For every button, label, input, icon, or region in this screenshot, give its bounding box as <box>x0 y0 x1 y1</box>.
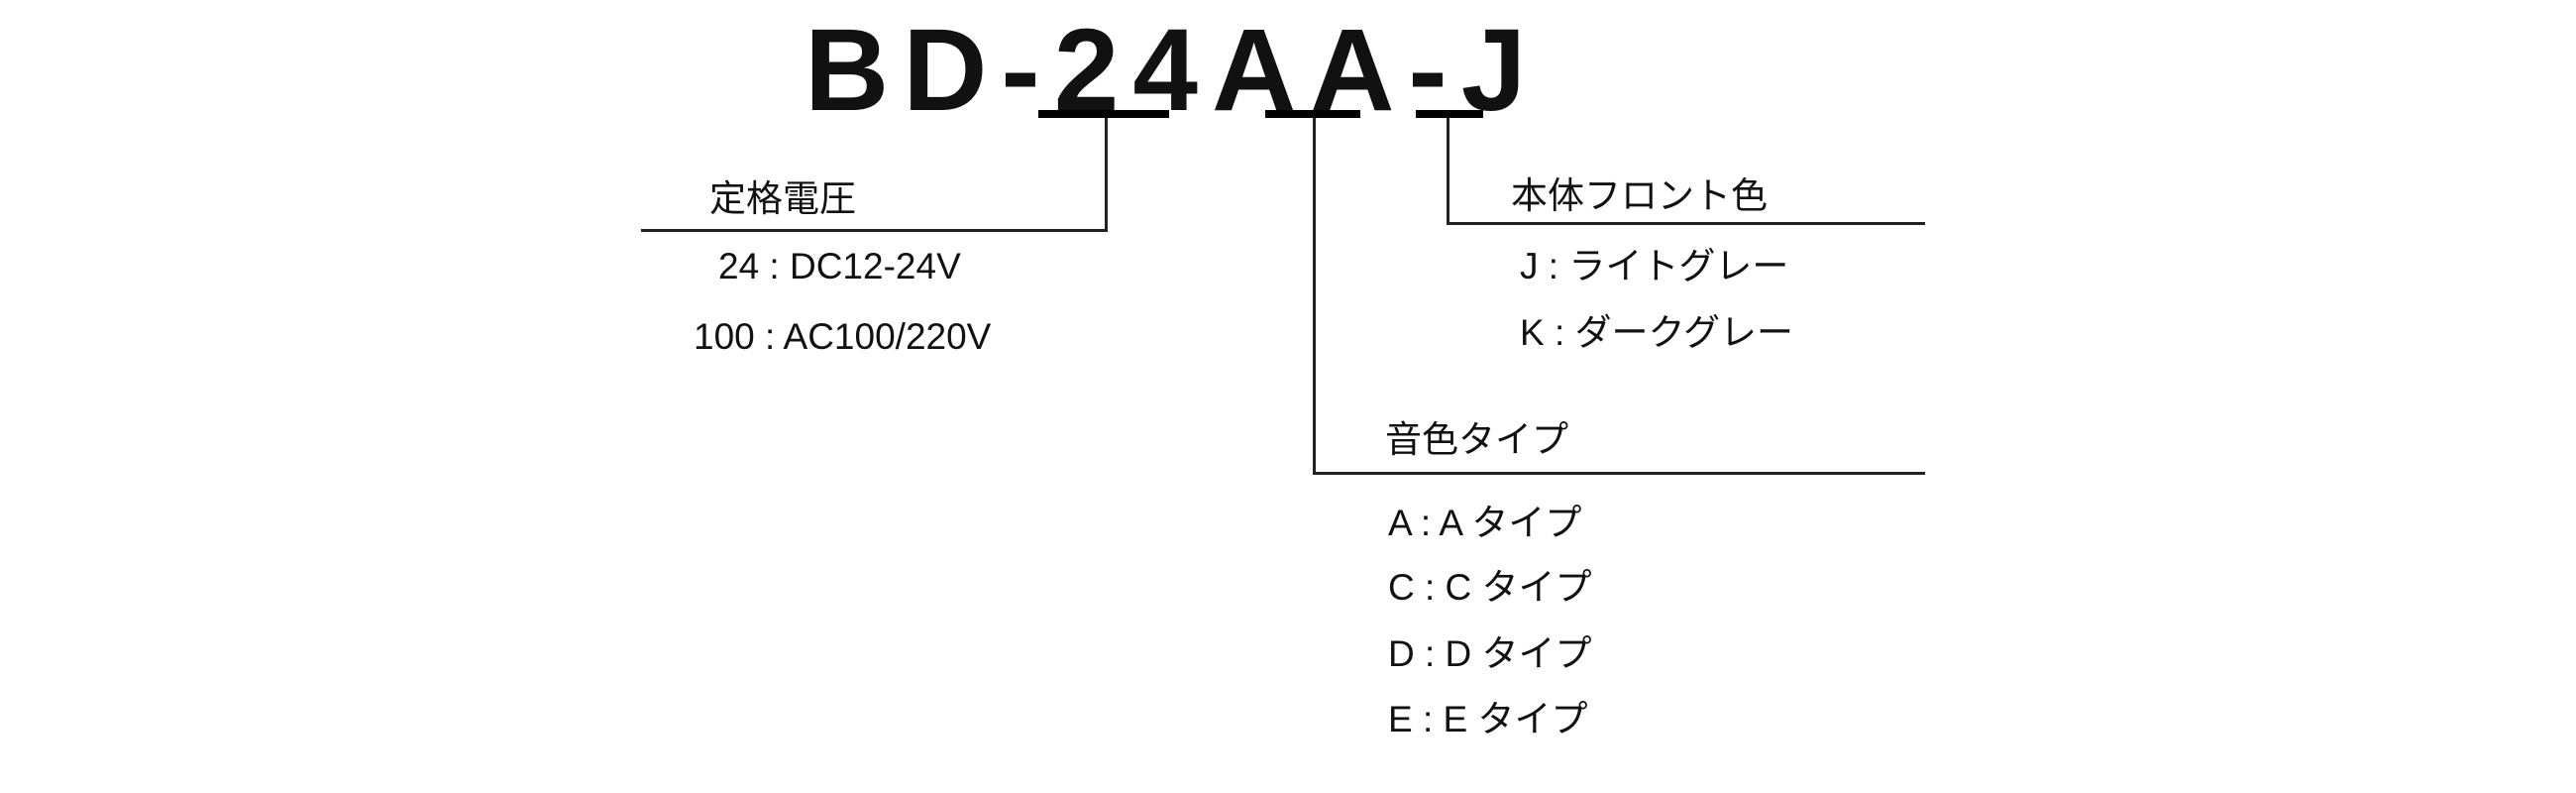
tone-leader-vertical <box>1313 118 1316 475</box>
body-color-option: K : ダークグレー <box>1520 312 1794 353</box>
color-underline <box>1416 110 1483 118</box>
tone-type-option: A : A タイプ <box>1388 503 1582 543</box>
voltage-underline <box>1038 110 1169 118</box>
tone-type-option: D : D タイプ <box>1388 633 1592 674</box>
voltage-option: 100 : AC100/220V <box>694 316 992 357</box>
tone-type-heading: 音色タイプ <box>1385 419 1568 460</box>
color-leader-horizontal <box>1447 222 1925 225</box>
model-code: BD-24AA-J <box>805 5 1541 136</box>
tone-leader-horizontal <box>1313 472 1925 475</box>
tone-underline <box>1265 110 1360 118</box>
voltage-heading: 定格電圧 <box>709 178 856 219</box>
color-leader-vertical <box>1447 118 1449 225</box>
voltage-leader-horizontal <box>641 229 1108 232</box>
body-color-heading: 本体フロント色 <box>1511 175 1768 216</box>
body-color-option: J : ライトグレー <box>1520 246 1789 286</box>
tone-type-option: E : E タイプ <box>1388 699 1588 739</box>
voltage-option: 24 : DC12-24V <box>718 246 961 286</box>
voltage-leader-vertical <box>1105 118 1108 232</box>
tone-type-option: C : C タイプ <box>1388 567 1592 608</box>
